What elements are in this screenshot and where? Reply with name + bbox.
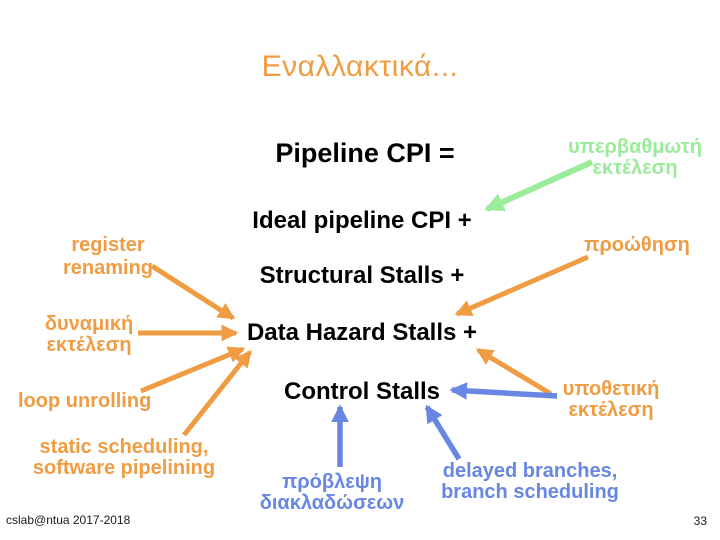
footer-credit: cslab@ntua 2017-2018	[6, 513, 131, 527]
formula-term-ideal-pipeline-cpi: Ideal pipeline CPI +	[252, 207, 472, 234]
annotation-forwarding: προώθηση	[584, 234, 690, 256]
formula-term-data-hazard-stalls: Data Hazard Stalls +	[246, 319, 478, 346]
annotation-loop-unrolling: loop unrolling	[18, 390, 152, 412]
annotation-superscalar-execution: υπερβαθμωτή εκτέλεση	[568, 136, 702, 179]
annotation-delayed-branches: delayed branches, branch scheduling	[441, 460, 619, 503]
annotation-dynamic-execution: δυναμική εκτέλεση	[44, 313, 134, 356]
formula-lhs: Pipeline CPI =	[275, 138, 455, 168]
formula-term-structural-stalls: Structural Stalls +	[259, 262, 465, 289]
arrow-delayed-branches-to-control-stalls	[424, 404, 462, 461]
formula-term-control-stalls: Control Stalls	[283, 378, 440, 405]
annotation-static-scheduling: static scheduling, software pipelining	[32, 436, 216, 479]
annotation-speculative-execution: υποθετική εκτέλεση	[562, 378, 660, 421]
page-number: 33	[693, 514, 707, 528]
annotation-register-renaming: register renaming	[62, 234, 154, 279]
annotation-branch-prediction: πρόβλεψη διακλαδώσεων	[259, 471, 405, 514]
slide-title: Εναλλακτικά...	[261, 50, 459, 83]
